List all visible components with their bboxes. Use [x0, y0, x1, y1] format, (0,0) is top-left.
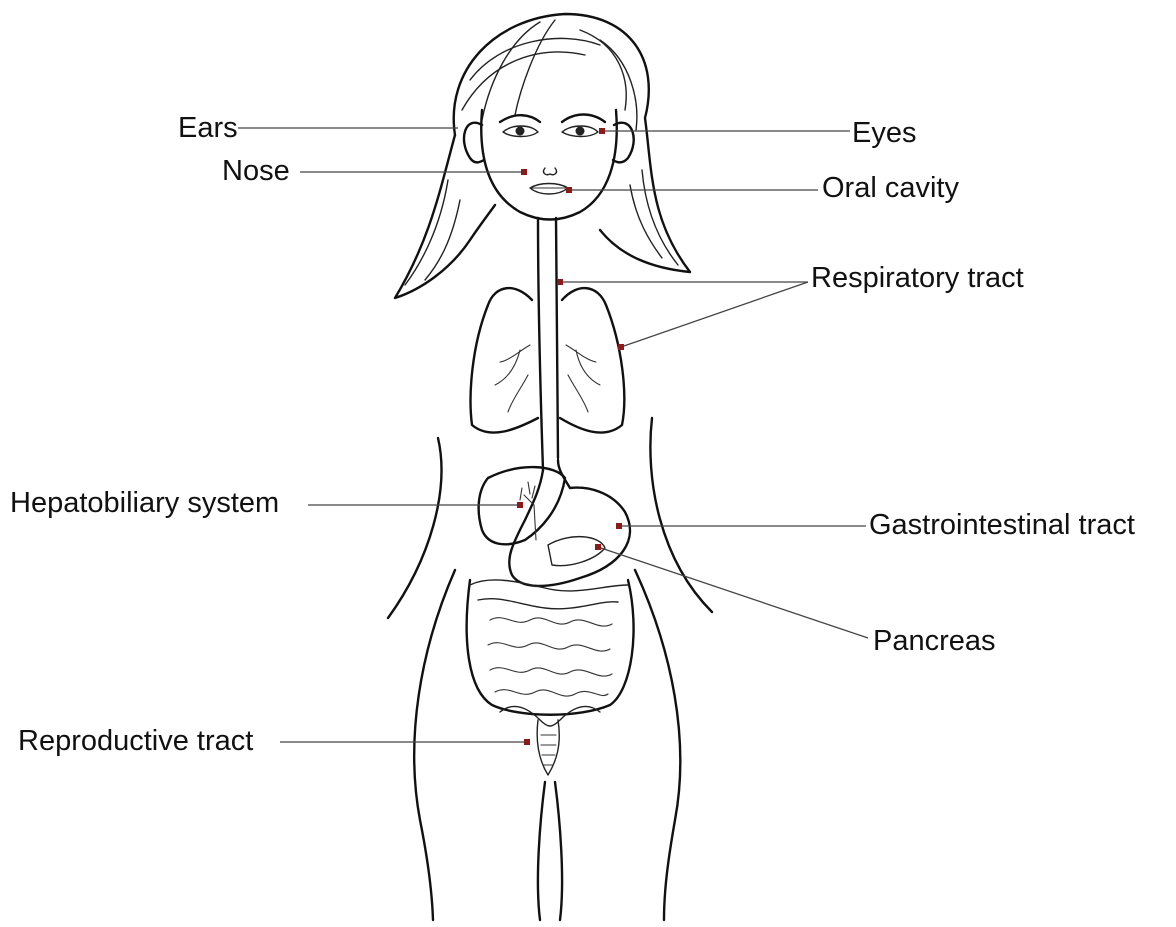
label-oral-cavity: Oral cavity	[822, 174, 959, 203]
label-reproductive-tract: Reproductive tract	[18, 727, 253, 756]
marker-respiratory-upper	[557, 279, 563, 285]
hair	[395, 14, 690, 298]
head	[464, 110, 634, 220]
label-ears: Ears	[178, 114, 238, 143]
marker-gastrointestinal	[616, 523, 622, 529]
marker-reproductive	[524, 739, 530, 745]
marker-eyes	[599, 128, 605, 134]
leader-respiratory-2	[621, 282, 808, 347]
reproductive-organs	[500, 707, 600, 775]
location-markers	[517, 128, 624, 745]
label-pancreas: Pancreas	[873, 627, 996, 656]
leader-pancreas	[598, 547, 868, 638]
marker-oral-cavity	[566, 187, 572, 193]
label-respiratory-tract: Respiratory tract	[811, 264, 1024, 293]
intestines	[467, 580, 634, 715]
marker-pancreas	[595, 544, 601, 550]
label-nose: Nose	[222, 157, 290, 186]
lungs	[471, 288, 625, 432]
label-eyes: Eyes	[852, 119, 916, 148]
digestive-upper	[479, 460, 630, 586]
label-gastrointestinal-tract: Gastrointestinal tract	[869, 511, 1135, 540]
marker-hepatobiliary	[517, 502, 523, 508]
marker-respiratory-lung	[618, 344, 624, 350]
torso-outline	[388, 418, 712, 920]
label-hepatobiliary-system: Hepatobiliary system	[10, 489, 279, 518]
marker-nose	[521, 169, 527, 175]
esophagus	[538, 218, 558, 470]
